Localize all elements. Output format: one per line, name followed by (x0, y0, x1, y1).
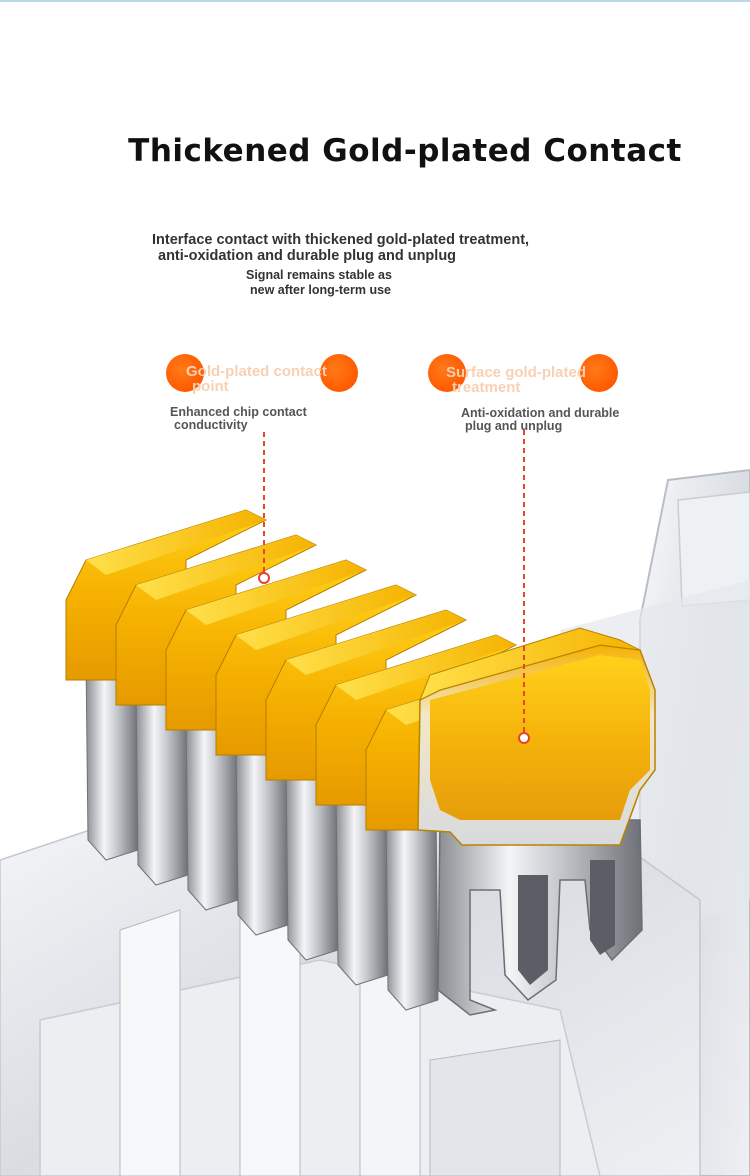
callout-subtitle-line-2: conductivity (174, 418, 248, 432)
feature-description: Interface contact with thickened gold-pl… (152, 232, 672, 264)
callout-marker-right (320, 354, 358, 392)
contact-pin-8 (417, 627, 656, 1016)
callout-title: Surface gold-plated treatment (446, 365, 586, 395)
callout-subtitle: Enhanced chip contact conductivity (170, 406, 307, 432)
stability-line-1: Signal remains stable as (246, 268, 392, 282)
top-rule (0, 0, 750, 2)
callout-subtitle: Anti-oxidation and durable plug and unpl… (461, 407, 619, 433)
callout-title-line-2: point (192, 378, 229, 395)
callout-subtitle-line-1: Enhanced chip contact (170, 405, 307, 419)
callout-marker-right (580, 354, 618, 392)
description-line-1: Interface contact with thickened gold-pl… (152, 232, 530, 248)
stability-note: Signal remains stable as new after long-… (246, 268, 392, 298)
callout-title-line-1: Surface gold-plated (446, 364, 587, 381)
callout-subtitle-line-1: Anti-oxidation and durable (461, 406, 620, 420)
housing-window (677, 491, 750, 607)
callout-title-line-2: treatment (452, 379, 521, 396)
page-title: Thickened Gold-plated Contact (128, 133, 682, 169)
callout-title: Gold-plated contact point (186, 364, 327, 394)
housing-rib-4 (429, 1039, 561, 1176)
description-line-2: anti-oxidation and durable plug and unpl… (158, 248, 457, 264)
gold-contacts (65, 509, 656, 1016)
housing-rib-1 (119, 909, 181, 1176)
callout-marker-left (428, 354, 466, 392)
leader-dot-surface-treatment (518, 732, 530, 744)
callout-subtitle-line-2: plug and unplug (465, 419, 563, 433)
callout-marker-left (166, 354, 204, 392)
stability-line-2: new after long-term use (250, 283, 391, 297)
leader-dot-contact-point (258, 572, 270, 584)
callout-title-line-1: Gold-plated contact (186, 363, 327, 380)
